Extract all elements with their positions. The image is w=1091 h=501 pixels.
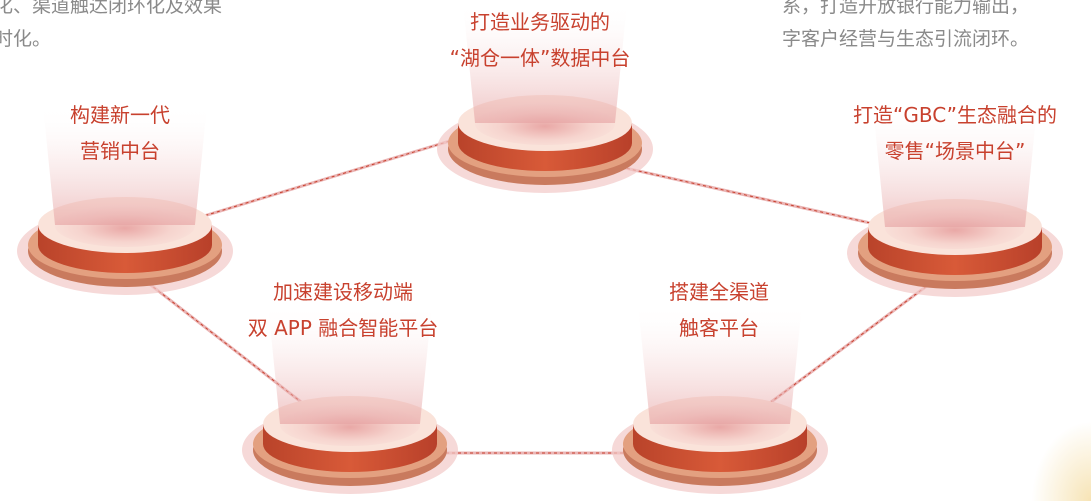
- node-label-line: 零售“场景中台”: [884, 139, 1026, 163]
- fragment-line: 化、渠道触达闭环化及效果: [0, 0, 223, 17]
- platform-channel: [612, 304, 828, 494]
- fragment-line: 系，打造开放银行能力输出，: [782, 0, 1030, 17]
- node-label-line: 双 APP 融合智能平台: [247, 316, 439, 340]
- paragraph-fragment-left: 化、渠道触达闭环化及效果 时化。: [0, 0, 222, 56]
- platform-scene: [847, 107, 1063, 297]
- node-label-line: 打造“GBC”生态融合的: [853, 103, 1057, 127]
- node-label-data: 打造业务驱动的 “湖仓一体”数据中台: [450, 4, 631, 76]
- platform-marketing: [17, 105, 233, 295]
- fragment-line: 字客户经营与生态引流闭环。: [782, 28, 1030, 50]
- node-label-line: 构建新一代: [70, 103, 170, 127]
- node-label-line: 搭建全渠道: [669, 280, 769, 304]
- paragraph-fragment-right: 系，打造开放银行能力输出， 字客户经营与生态引流闭环。: [782, 0, 1029, 56]
- platform-light-beam: [43, 105, 207, 225]
- node-label-line: 营销中台: [80, 139, 160, 163]
- node-label-scene: 打造“GBC”生态融合的 零售“场景中台”: [853, 97, 1057, 169]
- node-label-marketing: 构建新一代 营销中台: [70, 97, 170, 169]
- corner-glow: [1031, 421, 1091, 501]
- node-label-line: 加速建设移动端: [273, 280, 413, 304]
- platform-data: [437, 3, 653, 193]
- platform-light-beam: [873, 107, 1037, 227]
- node-label-mobile: 加速建设移动端 双 APP 融合智能平台: [248, 274, 439, 346]
- node-label-line: “湖仓一体”数据中台: [449, 46, 631, 70]
- node-label-line: 触客平台: [679, 316, 759, 340]
- fragment-line: 时化。: [0, 28, 52, 50]
- platform-light-beam: [268, 304, 432, 424]
- platform-light-beam: [638, 304, 802, 424]
- platform-mobile: [242, 304, 458, 494]
- node-label-line: 打造业务驱动的: [469, 10, 610, 34]
- platform-light-beam: [463, 3, 627, 123]
- node-label-channel: 搭建全渠道 触客平台: [669, 274, 769, 346]
